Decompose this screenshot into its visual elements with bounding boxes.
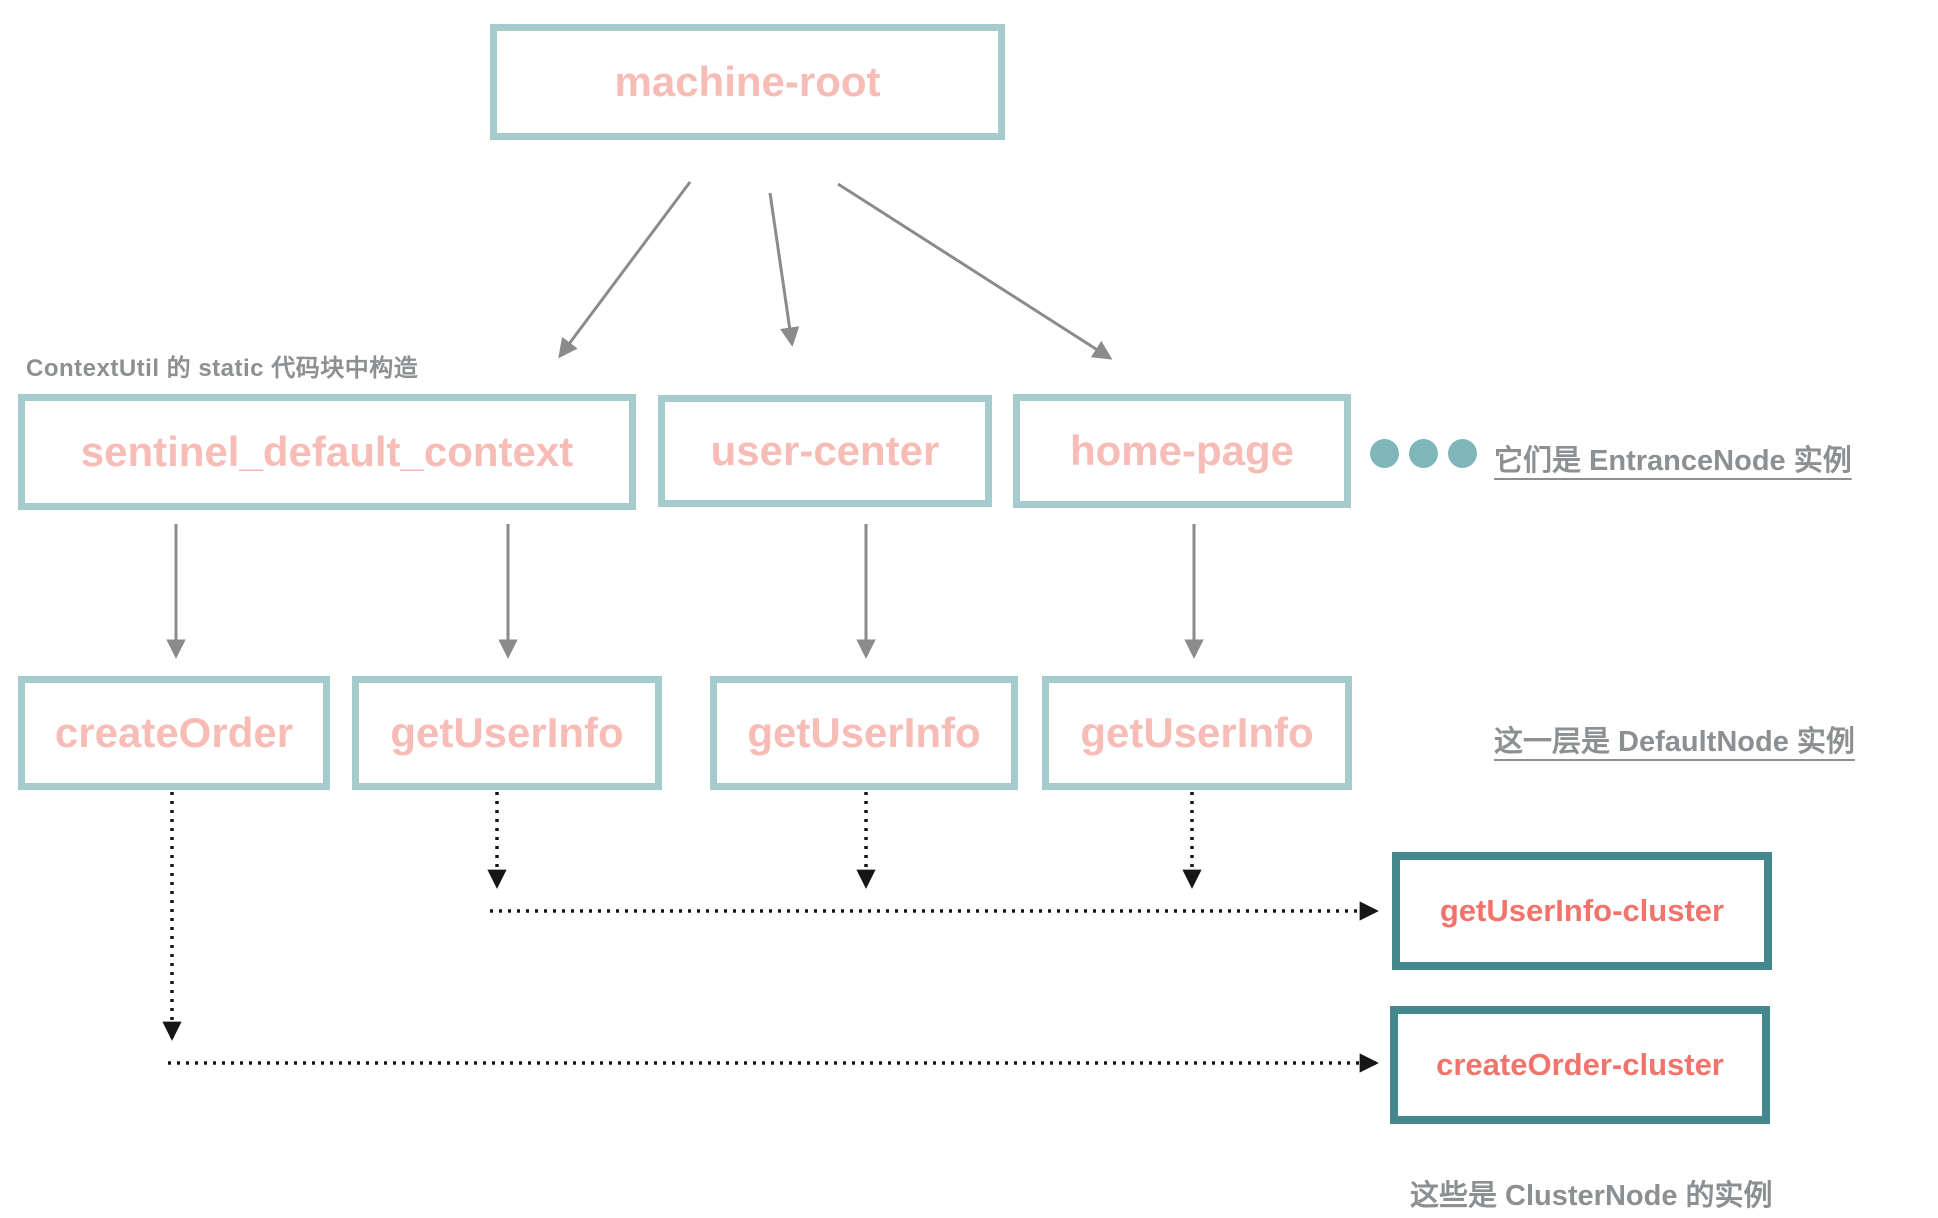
node-sentinel-default-context: sentinel_default_context <box>18 394 636 510</box>
node-get-user-info-2-label: getUserInfo <box>747 709 981 756</box>
ellipsis-dots-icon <box>1370 439 1477 468</box>
node-machine-root: machine-root <box>490 24 1005 140</box>
node-user-center-label: user-center <box>710 427 940 474</box>
node-machine-root-label: machine-root <box>614 58 881 105</box>
node-create-order-cluster-label: createOrder-cluster <box>1436 1047 1724 1082</box>
node-get-user-info-3-label: getUserInfo <box>1080 709 1314 756</box>
arrow-root-to-home-page <box>837 182 1113 360</box>
dot-icon <box>1370 439 1399 468</box>
node-get-user-info-1-label: getUserInfo <box>390 709 624 756</box>
annotation-entrance-node: 它们是 EntranceNode 实例 <box>1494 445 1852 477</box>
node-get-user-info-cluster: getUserInfo-cluster <box>1392 852 1772 970</box>
annotation-default-node: 这一层是 DefaultNode 实例 <box>1494 726 1855 758</box>
dot-icon <box>1448 439 1477 468</box>
node-get-user-info-2: getUserInfo <box>710 676 1018 790</box>
node-get-user-info-3: getUserInfo <box>1042 676 1352 790</box>
node-home-page: home-page <box>1013 394 1351 508</box>
node-create-order: createOrder <box>18 676 330 790</box>
node-create-order-label: createOrder <box>54 709 294 756</box>
annotation-cluster-node: 这些是 ClusterNode 的实例 <box>1410 1180 1773 1212</box>
arrow-root-to-user-center <box>768 192 800 347</box>
node-get-user-info-cluster-label: getUserInfo-cluster <box>1439 893 1725 928</box>
node-create-order-cluster: createOrder-cluster <box>1390 1006 1770 1124</box>
arrow-root-to-sentinel-default-context <box>558 181 692 359</box>
node-get-user-info-1: getUserInfo <box>352 676 662 790</box>
dot-icon <box>1409 439 1438 468</box>
node-user-center: user-center <box>658 395 992 507</box>
node-sentinel-default-context-label: sentinel_default_context <box>80 428 574 475</box>
annotation-context-util: ContextUtil 的 static 代码块中构造 <box>26 355 419 382</box>
node-home-page-label: home-page <box>1069 427 1295 474</box>
